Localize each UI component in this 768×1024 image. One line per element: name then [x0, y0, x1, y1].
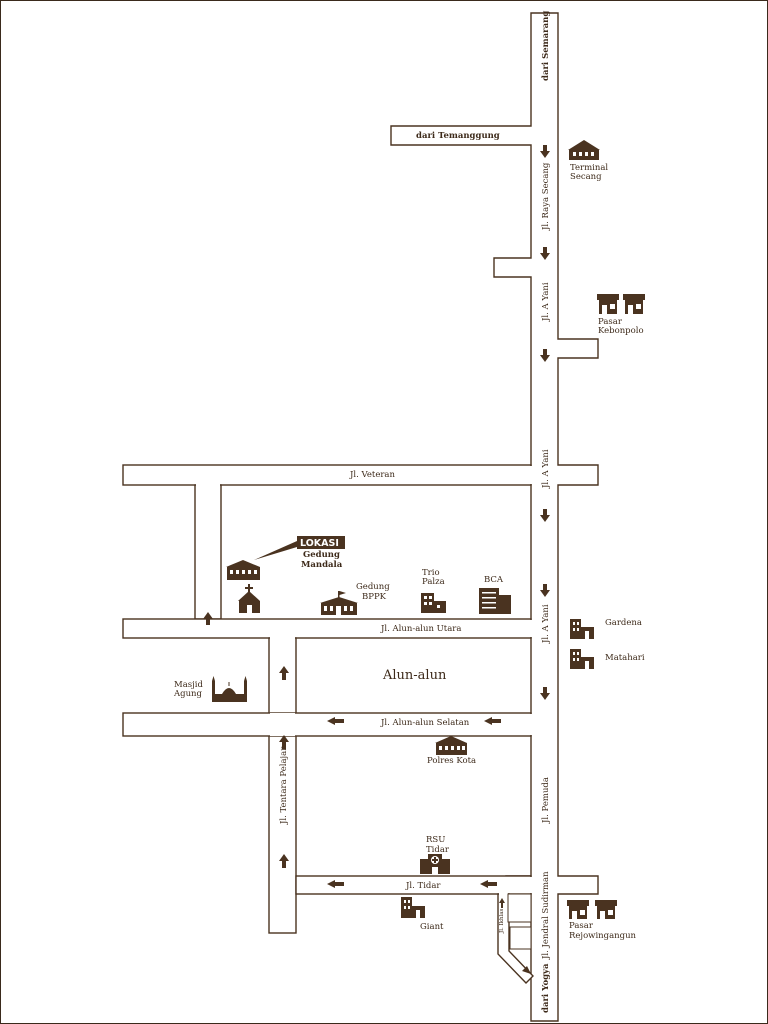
lokasi-badge-text: LOKASI: [300, 538, 339, 549]
government-building-icon: [320, 591, 358, 615]
street-label-tentara-pelajar: Jl. Tentara Pelajar: [279, 746, 289, 825]
matahari-label: Matahari: [605, 653, 645, 663]
pasar-rejowingangun-label-1: Pasar: [569, 921, 594, 931]
pasar-kebonpolo-label-2: Kebonpolo: [598, 326, 644, 336]
road-veteran: [122, 464, 532, 486]
street-label-jendral-sudirman: Jl. Jendral Sudirman: [541, 871, 551, 960]
street-label-a-yani-3: Jl. A Yani: [541, 604, 551, 644]
arrow-down-icon: [540, 349, 550, 362]
trio-palza: Trio Palza: [421, 568, 446, 613]
arrow-up-icon: [499, 898, 505, 908]
street-label-pemuda: Jl. Pemuda: [541, 777, 551, 824]
gedung-bppk-label-1: Gedung: [356, 582, 390, 592]
arrow-up-icon: [279, 666, 289, 680]
building-icon: [226, 560, 260, 580]
masjid-agung: Masjid Agung: [173, 676, 247, 702]
gedung-bppk-label-2: BPPK: [362, 592, 387, 602]
office-building-icon: [421, 593, 446, 613]
trio-palza-label-2: Palza: [422, 577, 445, 587]
block-small-1: [507, 893, 532, 923]
police-building-icon: [435, 736, 467, 755]
pasar-kebonpolo: Pasar Kebonpolo: [597, 294, 645, 336]
masjid-agung-label-1: Masjid: [174, 680, 203, 690]
street-label-a-yani-1: Jl. A Yani: [541, 282, 551, 322]
polres-kota-label: Polres Kota: [427, 756, 476, 766]
bca-label: BCA: [484, 575, 504, 585]
pasar-kebonpolo-label-1: Pasar: [598, 317, 623, 327]
pasar-rejowingangun-label-2: Rejowingangun: [569, 931, 637, 941]
street-label-jl-ikhlas: Jl. Ikhlas: [499, 908, 505, 934]
bank-tower-icon: [479, 588, 511, 614]
pointer-icon: [254, 541, 297, 560]
store-icon: [401, 897, 425, 918]
arrow-left-icon: [484, 717, 501, 725]
arrow-up-icon: [279, 735, 289, 749]
arrow-down-icon: [540, 687, 550, 700]
street-label-alun-selatan: Jl. Alun-alun Selatan: [380, 718, 470, 728]
road-alun-alun-selatan: [122, 712, 532, 737]
bca: BCA: [479, 575, 511, 614]
arrow-down-icon: [540, 584, 550, 597]
polres-kota: Polres Kota: [427, 736, 476, 766]
block-small-2: [509, 926, 532, 950]
street-label-veteran: Jl. Veteran: [349, 470, 395, 480]
rsu-tidar-label-1: RSU: [426, 835, 445, 845]
giant-label: Giant: [420, 922, 444, 932]
matahari: Matahari: [570, 649, 645, 669]
mosque-icon: [212, 676, 247, 702]
terminal-secang-label-1: Terminal: [570, 163, 608, 173]
store-icon: [570, 619, 594, 639]
label-from-yogya: dari Yogya: [541, 963, 551, 1013]
gardena: Gardena: [570, 618, 642, 639]
lokasi-gedung-mandala: LOKASI Gedung Mandala: [226, 536, 345, 580]
arrow-up-icon: [203, 612, 213, 625]
road-alun-alun-utara: [122, 618, 532, 639]
label-from-semarang: dari Semarang: [541, 11, 551, 81]
arrow-left-icon: [327, 880, 344, 888]
street-label-raya-secang: Jl. Raya Secang: [541, 162, 551, 231]
market-icon: [597, 294, 645, 314]
giant: Giant: [401, 897, 444, 932]
pasar-rejowingangun: Pasar Rejowingangun: [567, 900, 637, 941]
alun-alun-label: Alun-alun: [382, 668, 447, 683]
street-label-a-yani-2: Jl. A Yani: [541, 449, 551, 489]
lokasi-label-1: Gedung: [303, 550, 340, 560]
lokasi-badge: [297, 536, 345, 549]
rsu-tidar: RSU Tidar: [420, 835, 450, 874]
rsu-tidar-label-2: Tidar: [426, 845, 450, 855]
intersection-fills: [196, 127, 560, 896]
gardena-label: Gardena: [605, 618, 642, 628]
street-label-tidar: Jl. Tidar: [405, 881, 441, 891]
arrow-down-right-icon: [522, 966, 531, 974]
arrow-left-icon: [327, 717, 344, 725]
arrow-up-icon: [279, 854, 289, 868]
arrow-down-icon: [540, 509, 550, 522]
store-icon: [570, 649, 594, 669]
road-west-connector: [194, 484, 222, 620]
market-icon: [567, 900, 617, 919]
label-from-temanggung: dari Temanggung: [416, 131, 500, 141]
arrow-down-icon: [540, 145, 550, 158]
street-label-alun-utara: Jl. Alun-alun Utara: [380, 624, 461, 634]
roads: [122, 12, 599, 1022]
direction-arrows: [203, 145, 550, 974]
arrow-down-icon: [540, 247, 550, 260]
masjid-agung-label-2: Agung: [173, 689, 203, 699]
terminal-secang: Terminal Secang: [568, 140, 608, 182]
trio-palza-label-1: Trio: [422, 568, 440, 578]
hospital-icon: [420, 854, 450, 874]
church-icon: [238, 584, 260, 613]
lokasi-label-2: Mandala: [301, 560, 343, 570]
terminal-secang-label-2: Secang: [570, 172, 602, 182]
bus-terminal-icon: [568, 140, 600, 160]
gedung-bppk: Gedung BPPK: [320, 582, 390, 615]
arrow-left-icon: [480, 880, 497, 888]
